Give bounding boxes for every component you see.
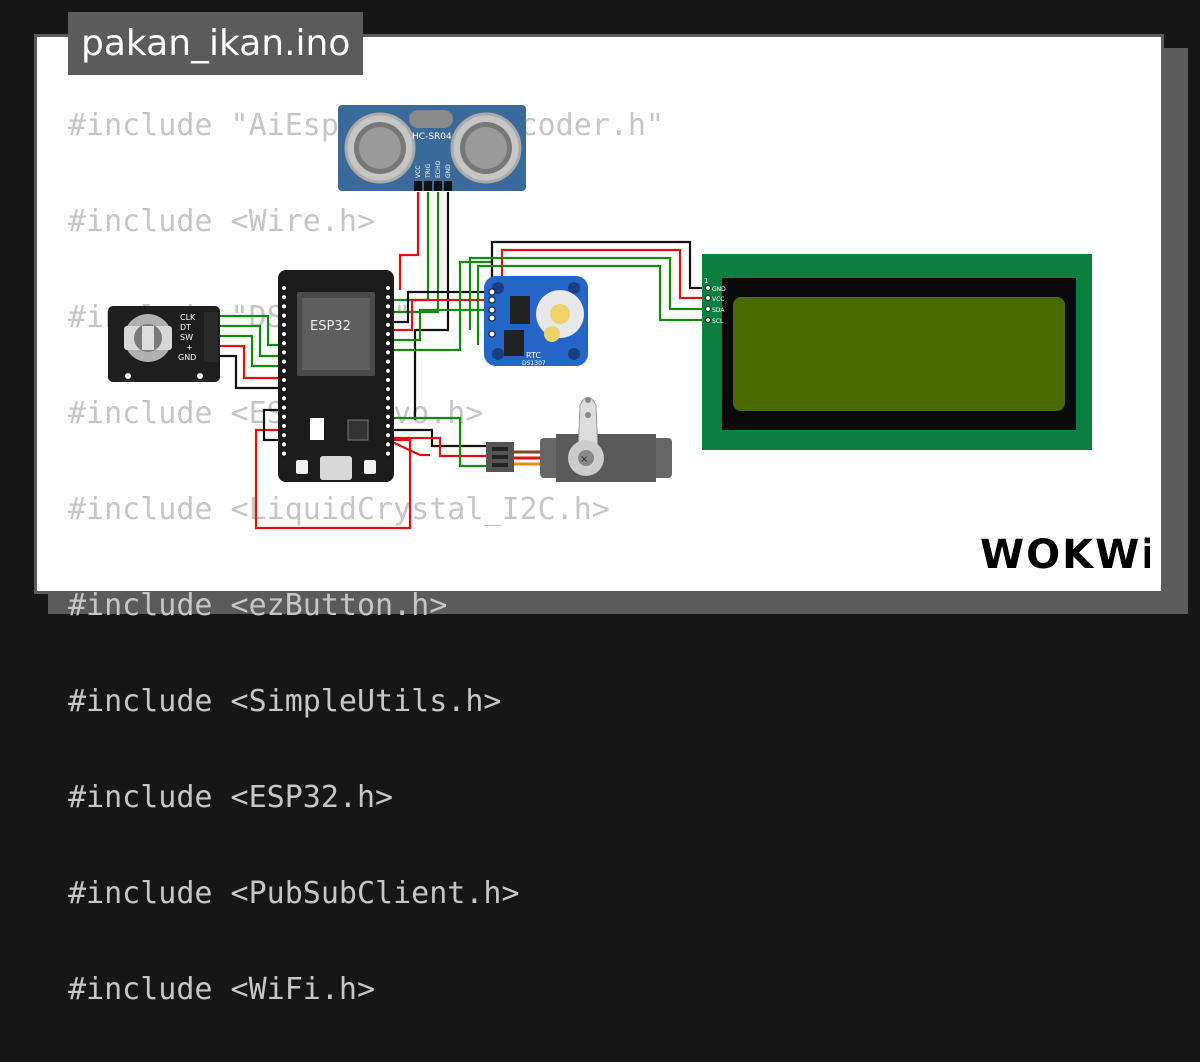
code-line: #include <ezButton.h>: [68, 588, 448, 623]
lcd-pin-gnd: GND: [712, 286, 726, 293]
rtc-module: RTC DS1307: [484, 276, 588, 367]
esp32-pin: [280, 321, 288, 328]
wire-rtc-c: [390, 308, 492, 342]
rotary-encoder: CLK DT SW + GND: [108, 306, 220, 382]
wires: [218, 192, 708, 530]
circuit-diagram: HC-SR04 VCC TRIG ECHO GND CLK DT SW + GN…: [108, 105, 1092, 530]
esp32-pin: [280, 358, 288, 365]
code-line: #include <ESP32.h>: [68, 780, 394, 815]
esp32-pin: [280, 330, 288, 338]
wire-power-loop: [254, 428, 412, 530]
ultrasonic-sensor: HC-SR04 VCC TRIG ECHO GND: [338, 105, 526, 191]
wire-servo-vcc: [390, 436, 488, 458]
esp32-pin: [384, 294, 392, 301]
code-line: #include <PubSubClient.h>: [68, 876, 520, 911]
esp32-pin: [384, 395, 392, 402]
wire-us-echo: [390, 192, 440, 314]
esp32-pin: [384, 321, 392, 328]
esp32-pin: [384, 386, 392, 393]
wire-gnd-left: [262, 408, 282, 442]
esp32-pin: [280, 450, 288, 457]
enc-pin-plus: +: [186, 343, 193, 352]
lcd-display: 1 GND VCC SDA SCL: [702, 254, 1092, 450]
esp32-pin: [280, 441, 288, 448]
wire-us-trig: [390, 192, 430, 302]
wire-us-gnd: [413, 192, 450, 420]
us-pin-echo: ECHO: [435, 161, 442, 178]
esp32-pin: [280, 395, 288, 402]
rtc-sublabel: DS1307: [522, 360, 546, 367]
esp32-pin: [280, 413, 288, 420]
esp32-pin: [280, 376, 288, 384]
lcd-pin-sda: SDA: [712, 307, 725, 314]
enc-pin-gnd: GND: [178, 353, 196, 362]
esp32-pin: [384, 413, 392, 420]
wire-rtc-d: [390, 260, 494, 352]
code-line: #include <Wire.h>: [68, 204, 376, 239]
wire-enc-plus: [218, 344, 282, 380]
wire-enc-sw: [218, 334, 282, 368]
esp32-pin: [384, 376, 392, 384]
esp32-pin: [384, 358, 392, 365]
svg-text:×: ×: [580, 454, 588, 465]
us-pin-trig: TRIG: [425, 163, 432, 179]
wire-rtc-a: [390, 290, 492, 324]
esp32-left-pins: [280, 284, 288, 457]
wokwi-logo: WOKWi: [980, 532, 1150, 578]
project-filename: pakan_ikan.ino: [68, 12, 364, 75]
wire-lcd-scl: [476, 264, 708, 345]
enc-pin-sw: SW: [180, 333, 193, 342]
enc-pin-dt: DT: [180, 323, 191, 332]
esp32-pin: [280, 303, 288, 310]
logo-text: WOKWi: [980, 532, 1150, 578]
wire-rtc-b: [390, 298, 492, 332]
wire-servo-sig: [390, 416, 488, 468]
esp32-board: ESP32: [278, 270, 394, 482]
enc-pin-clk: CLK: [180, 313, 196, 322]
esp32-pin: [280, 367, 288, 374]
esp32-pin: [280, 294, 288, 301]
wire-enc-gnd: [218, 354, 282, 390]
esp32-pin: [280, 349, 288, 356]
wire-enc-dt: [218, 324, 282, 358]
wire-servo-red-loop: [387, 439, 430, 457]
wire-enc-clk: [218, 314, 282, 347]
esp32-pin: [384, 404, 392, 411]
lcd-pin-1: 1: [704, 277, 708, 285]
esp32-pin: [384, 432, 392, 439]
esp32-pin: [280, 340, 288, 347]
esp32-pin: [384, 303, 392, 310]
wire-us-vcc: [398, 192, 420, 290]
esp32-pin: [384, 340, 392, 347]
esp32-pin: [384, 422, 392, 430]
code-line: #include <WiFi.h>: [68, 972, 376, 1007]
servo-motor: ×: [486, 397, 672, 482]
esp32-pin: [384, 330, 392, 338]
lcd-pin-vcc: VCC: [712, 296, 724, 303]
code-line: #include <LiquidCrystal_I2C.h>: [68, 492, 610, 527]
wire-lcd-gnd: [490, 240, 708, 290]
esp32-pin: [280, 386, 288, 393]
code-line: #include <SimpleUtils.h>: [68, 684, 502, 719]
esp32-label: ESP32: [310, 319, 351, 334]
esp32-pin: [384, 284, 392, 292]
rtc-label: RTC: [526, 351, 541, 360]
esp32-pin: [280, 432, 288, 439]
esp32-pin: [384, 441, 392, 448]
esp32-pin: [384, 450, 392, 457]
esp32-pin: [280, 404, 288, 411]
esp32-pin: [280, 422, 288, 430]
esp32-pin: [280, 312, 288, 319]
esp32-pin: [384, 312, 392, 319]
esp32-right-pins: [384, 284, 392, 457]
wire-lcd-vcc: [500, 248, 708, 300]
esp32-pin: [384, 367, 392, 374]
us-pin-vcc: VCC: [415, 166, 422, 178]
us-pin-gnd: GND: [445, 164, 452, 178]
ultrasonic-label: HC-SR04: [412, 132, 452, 142]
wire-lcd-sda: [468, 256, 708, 330]
esp32-pin: [280, 284, 288, 292]
lcd-pin-scl: SCL: [712, 318, 724, 325]
esp32-pin: [384, 349, 392, 356]
